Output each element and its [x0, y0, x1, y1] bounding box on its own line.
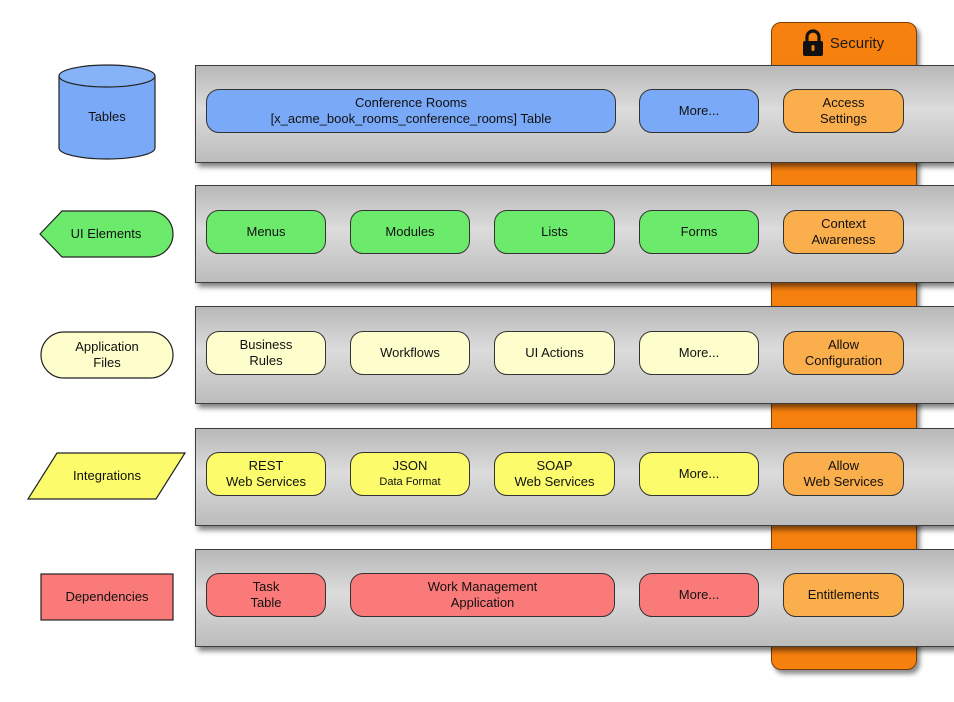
business-rules-line2: Rules	[249, 353, 283, 368]
dependencies-more-box[interactable]: More...	[639, 573, 759, 617]
conference-rooms-line1: Conference Rooms	[355, 95, 467, 110]
work-management-line1: Work Management	[427, 579, 538, 594]
soap-line1: SOAP	[536, 458, 573, 473]
application-files-category-label: Application Files	[40, 331, 174, 379]
dependencies-more-label: More...	[678, 587, 720, 602]
dependencies-rectangle-shape	[40, 573, 174, 621]
application-files-line1: Application	[75, 339, 139, 354]
business-rules-line1: Business	[239, 337, 293, 352]
allow-web-services-box[interactable]: Allow Web Services	[783, 452, 904, 496]
task-table-box[interactable]: Task Table	[206, 573, 326, 617]
integrations-category-label: Integrations	[73, 468, 141, 483]
json-line2: Data Format	[379, 476, 441, 488]
context-awareness-line1: Context	[821, 216, 866, 231]
task-table-line2: Table	[250, 595, 282, 610]
rest-web-services-box[interactable]: REST Web Services	[206, 452, 326, 496]
application-files-more-box[interactable]: More...	[639, 331, 759, 375]
dependencies-category-label: Dependencies	[65, 589, 149, 604]
work-management-application-box[interactable]: Work Management Application	[350, 573, 615, 617]
allow-configuration-box[interactable]: Allow Configuration	[783, 331, 904, 375]
access-settings-line1: Access	[822, 95, 865, 110]
tables-cylinder-shape	[58, 64, 156, 160]
ui-actions-label: UI Actions	[525, 345, 584, 360]
allow-configuration-line2: Configuration	[804, 353, 883, 368]
modules-label: Modules	[385, 224, 435, 239]
lists-box[interactable]: Lists	[494, 210, 615, 254]
soap-line2: Web Services	[514, 474, 595, 489]
menus-label: Menus	[246, 224, 286, 239]
context-awareness-line2: Awareness	[811, 232, 876, 247]
allow-web-services-line1: Allow	[827, 458, 860, 473]
forms-label: Forms	[680, 224, 718, 239]
entitlements-label: Entitlements	[807, 587, 880, 602]
tables-more-box[interactable]: More...	[639, 89, 759, 133]
entitlements-box[interactable]: Entitlements	[783, 573, 904, 617]
access-settings-box[interactable]: Access Settings	[783, 89, 904, 133]
conference-rooms-line2: [x_acme_book_rooms_conference_rooms] Tab…	[270, 111, 552, 126]
allow-configuration-line1: Allow	[827, 337, 860, 352]
allow-web-services-line2: Web Services	[803, 474, 884, 489]
rest-line2: Web Services	[226, 474, 306, 489]
integrations-more-label: More...	[678, 466, 720, 481]
workflows-label: Workflows	[380, 345, 440, 360]
application-files-more-label: More...	[678, 345, 720, 360]
soap-web-services-box[interactable]: SOAP Web Services	[494, 452, 615, 496]
json-line1: JSON	[392, 458, 428, 473]
business-rules-box[interactable]: Business Rules	[206, 331, 326, 375]
modules-box[interactable]: Modules	[350, 210, 470, 254]
work-management-line2: Application	[450, 595, 515, 610]
integrations-parallelogram-shape	[26, 452, 187, 500]
task-table-line1: Task	[252, 579, 280, 594]
forms-box[interactable]: Forms	[639, 210, 759, 254]
workflows-box[interactable]: Workflows	[350, 331, 470, 375]
ui-elements-category-label: UI Elements	[70, 226, 142, 241]
tables-more-label: More...	[678, 103, 720, 118]
context-awareness-box[interactable]: Context Awareness	[783, 210, 904, 254]
lock-icon	[802, 29, 823, 56]
application-files-line2: Files	[93, 355, 121, 370]
security-header: Security	[771, 22, 915, 64]
conference-rooms-table-box[interactable]: Conference Rooms [x_acme_book_rooms_conf…	[206, 89, 616, 133]
ui-elements-display-shape	[39, 210, 174, 258]
application-files-terminator-shape	[40, 331, 174, 379]
lists-label: Lists	[541, 224, 568, 239]
tables-category-label: Tables	[88, 109, 126, 124]
integrations-more-box[interactable]: More...	[639, 452, 759, 496]
access-settings-line2: Settings	[820, 111, 867, 126]
ui-actions-box[interactable]: UI Actions	[494, 331, 615, 375]
menus-box[interactable]: Menus	[206, 210, 326, 254]
security-label: Security	[829, 34, 885, 52]
json-data-format-box[interactable]: JSON Data Format	[350, 452, 470, 496]
rest-line1: REST	[248, 458, 284, 473]
